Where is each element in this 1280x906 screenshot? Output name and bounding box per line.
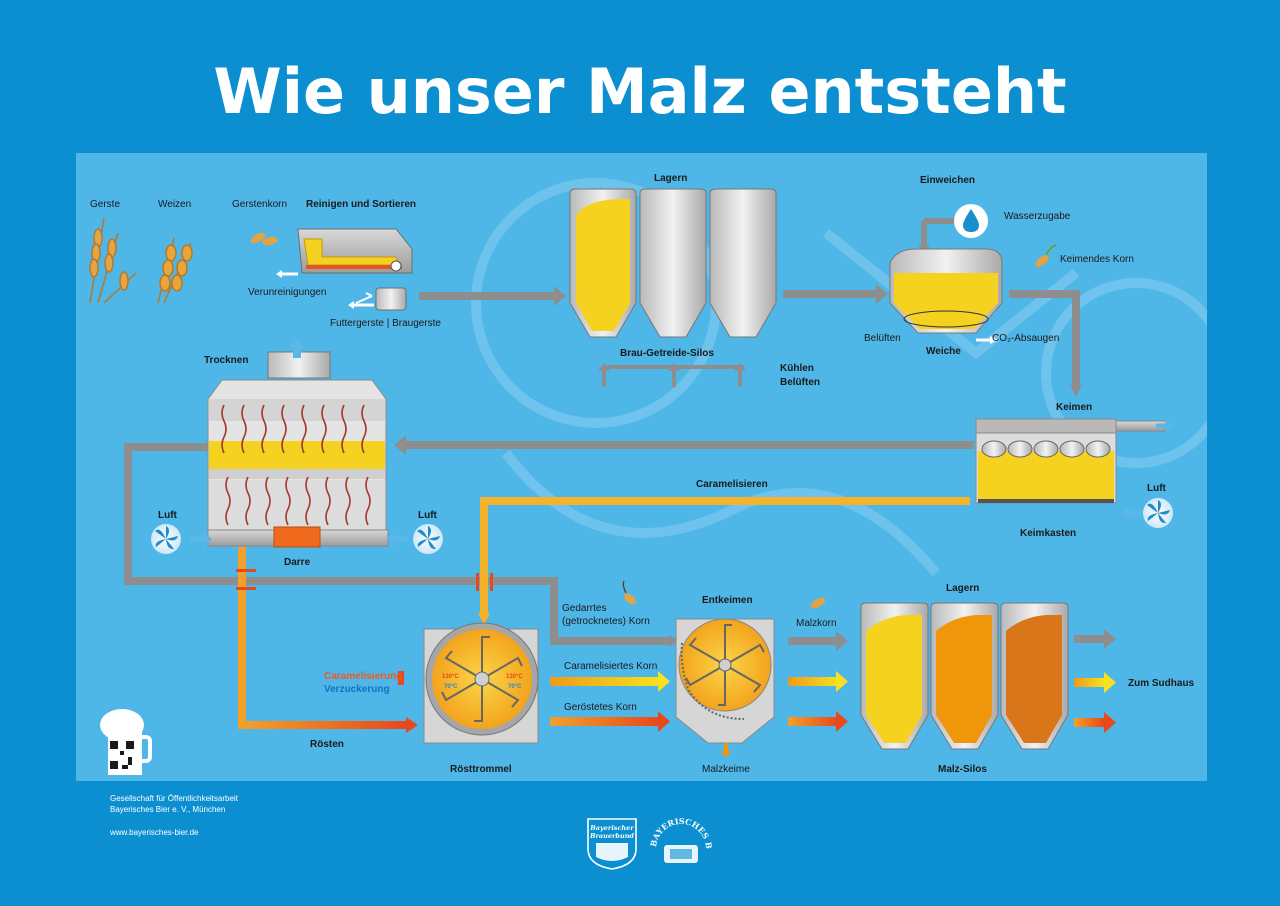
label-zum-sudhaus: Zum Sudhaus — [1128, 678, 1195, 689]
temp-70-left: 70°C — [444, 684, 458, 690]
germination-box — [975, 418, 1174, 504]
pipe-caramelising — [478, 497, 970, 625]
label-kuehlen: Kühlen — [780, 363, 814, 374]
footer-line-2: Bayerisches Bier e. V., München — [110, 805, 226, 814]
label-luft-left: Luft — [158, 510, 177, 521]
label-einweichen: Einweichen — [920, 175, 976, 186]
water-drop-icon — [954, 204, 988, 238]
label-co2-absaugen: CO₂-Absaugen — [992, 333, 1060, 344]
label-caramelisieren: Caramelisieren — [696, 479, 768, 490]
waste-arrows-icon — [276, 270, 374, 309]
label-luft-germination: Luft — [1147, 483, 1166, 494]
label-geroestetes-korn: Geröstetes Korn — [564, 702, 637, 713]
label-weiche: Weiche — [926, 346, 961, 357]
malt-grain-icon — [622, 580, 826, 609]
valve-markers — [236, 569, 493, 591]
kiln-fan-left-icon — [151, 524, 212, 554]
label-getrocknetes-korn: (getrocknetes) Korn — [562, 616, 650, 627]
steeping-vessel — [889, 218, 1003, 344]
bayerisches-bier-logo: BAYERISCHES BIER — [648, 815, 714, 863]
germinating-grain-icon — [1035, 244, 1057, 267]
label-roesttrommel: Rösttrommel — [450, 764, 512, 775]
label-entkeimen: Entkeimen — [702, 595, 753, 606]
logo-right-text: BAYERISCHES BIER — [648, 815, 714, 850]
label-lagern-bottom: Lagern — [946, 583, 980, 594]
label-malz-silos: Malz-Silos — [938, 764, 987, 775]
label-keimkasten: Keimkasten — [1020, 528, 1077, 539]
pipe-kiln-to-degerming — [124, 443, 680, 647]
pipe-to-germination — [1009, 290, 1082, 397]
arrows-to-malt-silos — [788, 631, 848, 732]
brewing-grain-silos — [569, 188, 777, 338]
label-darre: Darre — [284, 557, 311, 568]
label-gerste: Gerste — [90, 199, 121, 210]
wheat-ears-icon — [157, 237, 193, 304]
temp-130-right: 130°C — [506, 674, 523, 680]
label-malzkeime: Malzkeime — [702, 764, 750, 775]
label-keimendes-korn: Keimendes Korn — [1060, 254, 1134, 265]
cooling-ventilation-lines — [598, 363, 746, 387]
germination-fan-icon — [1122, 498, 1173, 528]
label-lagern-top: Lagern — [654, 173, 688, 184]
roasting-drum — [398, 622, 539, 744]
malting-process-diagram — [89, 178, 1207, 775]
label-weizen: Weizen — [158, 199, 192, 210]
label-trocknen: Trocknen — [204, 355, 249, 366]
label-futtergerste-braugerste: Futtergerste | Braugerste — [330, 318, 441, 329]
bayerischer-brauerbund-logo: Bayerischer Brauerbund — [587, 818, 637, 870]
kiln — [207, 338, 389, 548]
label-brau-getreide-silos: Brau-Getreide-Silos — [620, 348, 714, 359]
label-malzkorn: Malzkorn — [796, 618, 837, 629]
label-verzuckerung: Verzuckerung — [324, 684, 390, 695]
label-caramelisierung: Caramelisierung — [324, 671, 403, 682]
label-wasserzugabe: Wasserzugabe — [1004, 211, 1071, 222]
label-belueften-weiche: Belüften — [864, 333, 901, 344]
svg-text:Brauerbund: Brauerbund — [589, 832, 634, 840]
pipe-to-kiln — [394, 435, 974, 455]
pipe-to-steeping — [783, 284, 888, 304]
pipe-roasting — [238, 547, 418, 733]
label-keimen: Keimen — [1056, 402, 1093, 413]
footer-line-1: Gesellschaft für Öffentlichkeitsarbeit — [110, 794, 238, 803]
process-panel: Gerste Weizen Gerstenkorn Reinigen und S… — [76, 153, 1207, 781]
footer-website[interactable]: www.bayerisches-bier.de — [110, 828, 199, 837]
label-reinigen-sortieren: Reinigen und Sortieren — [306, 199, 417, 210]
kiln-fan-right-icon — [386, 524, 443, 554]
barley-ears-icon — [89, 217, 137, 304]
logo-left-text: Bayerischer — [589, 824, 634, 832]
temp-70-right: 70°C — [508, 684, 522, 690]
pipe-to-storage — [419, 286, 566, 306]
qr-code-icon — [100, 709, 152, 775]
label-verunreinigungen: Verunreinigungen — [248, 287, 327, 298]
degerming-machine — [675, 618, 775, 757]
cleaning-sorting-machine — [297, 228, 413, 311]
label-belueften-silo: Belüften — [780, 377, 820, 388]
page-title: Wie unser Malz entsteht — [213, 55, 1067, 128]
malt-silos — [860, 602, 1069, 750]
arrows-to-brewhouse — [1074, 629, 1116, 733]
arrow-roasted-malt — [550, 711, 670, 732]
label-gerstenkorn: Gerstenkorn — [232, 199, 288, 210]
label-caramelisiertes-korn: Caramelisiertes Korn — [564, 661, 658, 672]
temp-130-left: 130°C — [442, 674, 459, 680]
label-luft-mid: Luft — [418, 510, 437, 521]
label-gedarrtes: Gedarrtes — [562, 603, 607, 614]
barley-grain-icon — [250, 232, 278, 246]
label-roesten: Rösten — [310, 739, 344, 750]
arrow-caramel-malt — [550, 671, 670, 692]
